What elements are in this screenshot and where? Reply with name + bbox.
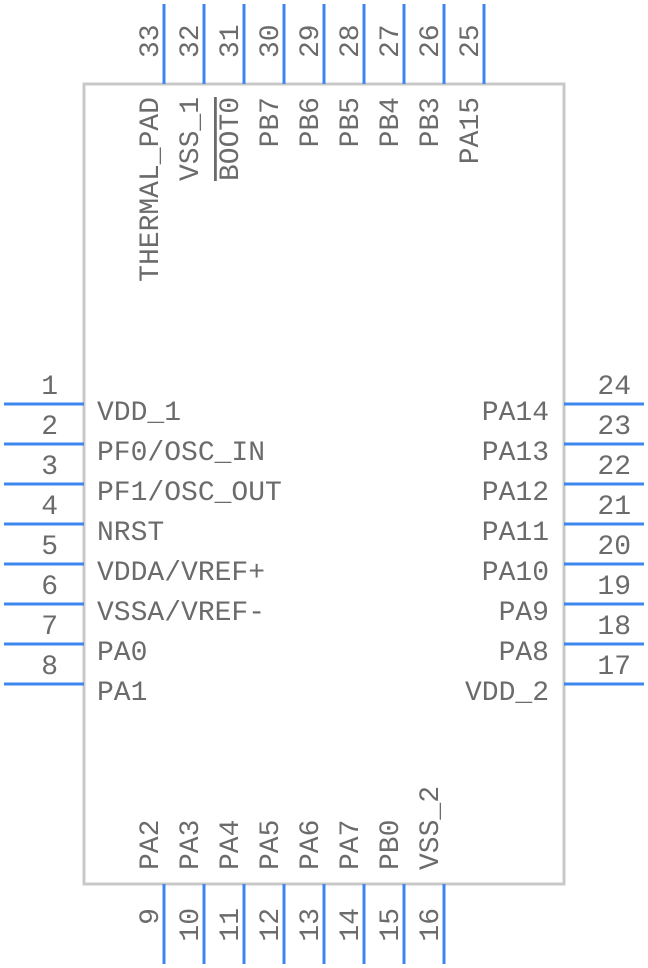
pin-number: 22 bbox=[597, 452, 631, 483]
pin-number: 10 bbox=[176, 908, 207, 942]
pin-number: 4 bbox=[41, 492, 58, 523]
pin-number: 15 bbox=[376, 908, 407, 942]
pin-label: VSS_2 bbox=[416, 786, 447, 870]
pin-label: PB0 bbox=[376, 820, 407, 870]
pin-number: 7 bbox=[41, 612, 58, 643]
pin-label: VDDA/VREF+ bbox=[97, 558, 265, 589]
pin-label: PF0/OSC_IN bbox=[97, 438, 265, 469]
pin-number: 23 bbox=[597, 412, 631, 443]
pin-label: PB4 bbox=[376, 97, 407, 147]
pin-number: 26 bbox=[416, 24, 447, 58]
pin-number: 17 bbox=[597, 652, 631, 683]
pin-label: PF1/OSC_OUT bbox=[97, 478, 282, 509]
pin-number: 28 bbox=[336, 24, 367, 58]
pin-label: VSS_1 bbox=[176, 97, 207, 181]
pin-number: 30 bbox=[256, 24, 287, 58]
pin-label: PA14 bbox=[482, 398, 549, 429]
pin-number: 31 bbox=[216, 24, 247, 58]
pin-number: 14 bbox=[336, 908, 367, 942]
pin-number: 27 bbox=[376, 24, 407, 58]
pin-label: PA12 bbox=[482, 478, 549, 509]
pin-number: 3 bbox=[41, 452, 58, 483]
pin-number: 21 bbox=[597, 492, 631, 523]
pin-label: VDD_1 bbox=[97, 398, 181, 429]
pin-label: PA3 bbox=[176, 820, 207, 870]
pin-label: PB3 bbox=[416, 97, 447, 147]
pin-number: 25 bbox=[456, 24, 487, 58]
pin-label: VDD_2 bbox=[465, 678, 549, 709]
pin-label: PA0 bbox=[97, 638, 147, 669]
pin-number: 19 bbox=[597, 572, 631, 603]
pin-number: 6 bbox=[41, 572, 58, 603]
pin-label: PB6 bbox=[296, 97, 327, 147]
pin-label: BOOT0 bbox=[216, 97, 247, 181]
pin-label: PA1 bbox=[97, 678, 147, 709]
pin-label: PA7 bbox=[336, 820, 367, 870]
pin-label: PA10 bbox=[482, 558, 549, 589]
pin-number: 12 bbox=[256, 908, 287, 942]
pin-number: 33 bbox=[136, 24, 167, 58]
pin-label: PA9 bbox=[499, 598, 549, 629]
pin-label: PA13 bbox=[482, 438, 549, 469]
pin-number: 2 bbox=[41, 412, 58, 443]
pin-number: 8 bbox=[41, 652, 58, 683]
pin-label: PA4 bbox=[216, 820, 247, 870]
pin-number: 32 bbox=[176, 24, 207, 58]
pin-label: PA2 bbox=[136, 820, 167, 870]
pin-number: 16 bbox=[416, 908, 447, 942]
pin-label: PA6 bbox=[296, 820, 327, 870]
pin-label: PA11 bbox=[482, 518, 549, 549]
pin-number: 1 bbox=[41, 372, 58, 403]
pin-number: 13 bbox=[296, 908, 327, 942]
pin-number: 24 bbox=[597, 372, 631, 403]
pin-label: PA5 bbox=[256, 820, 287, 870]
pin-label: VSSA/VREF- bbox=[97, 598, 265, 629]
pin-label: PB7 bbox=[256, 97, 287, 147]
pin-label: PB5 bbox=[336, 97, 367, 147]
pin-label: THERMAL_PAD bbox=[136, 97, 167, 282]
pin-number: 5 bbox=[41, 532, 58, 563]
pin-label: PA15 bbox=[456, 97, 487, 164]
pin-number: 11 bbox=[216, 908, 247, 942]
pin-number: 18 bbox=[597, 612, 631, 643]
pin-number: 20 bbox=[597, 532, 631, 563]
pin-number: 9 bbox=[136, 908, 167, 925]
pin-number: 29 bbox=[296, 24, 327, 58]
pin-label: NRST bbox=[97, 518, 164, 549]
pin-label: PA8 bbox=[499, 638, 549, 669]
